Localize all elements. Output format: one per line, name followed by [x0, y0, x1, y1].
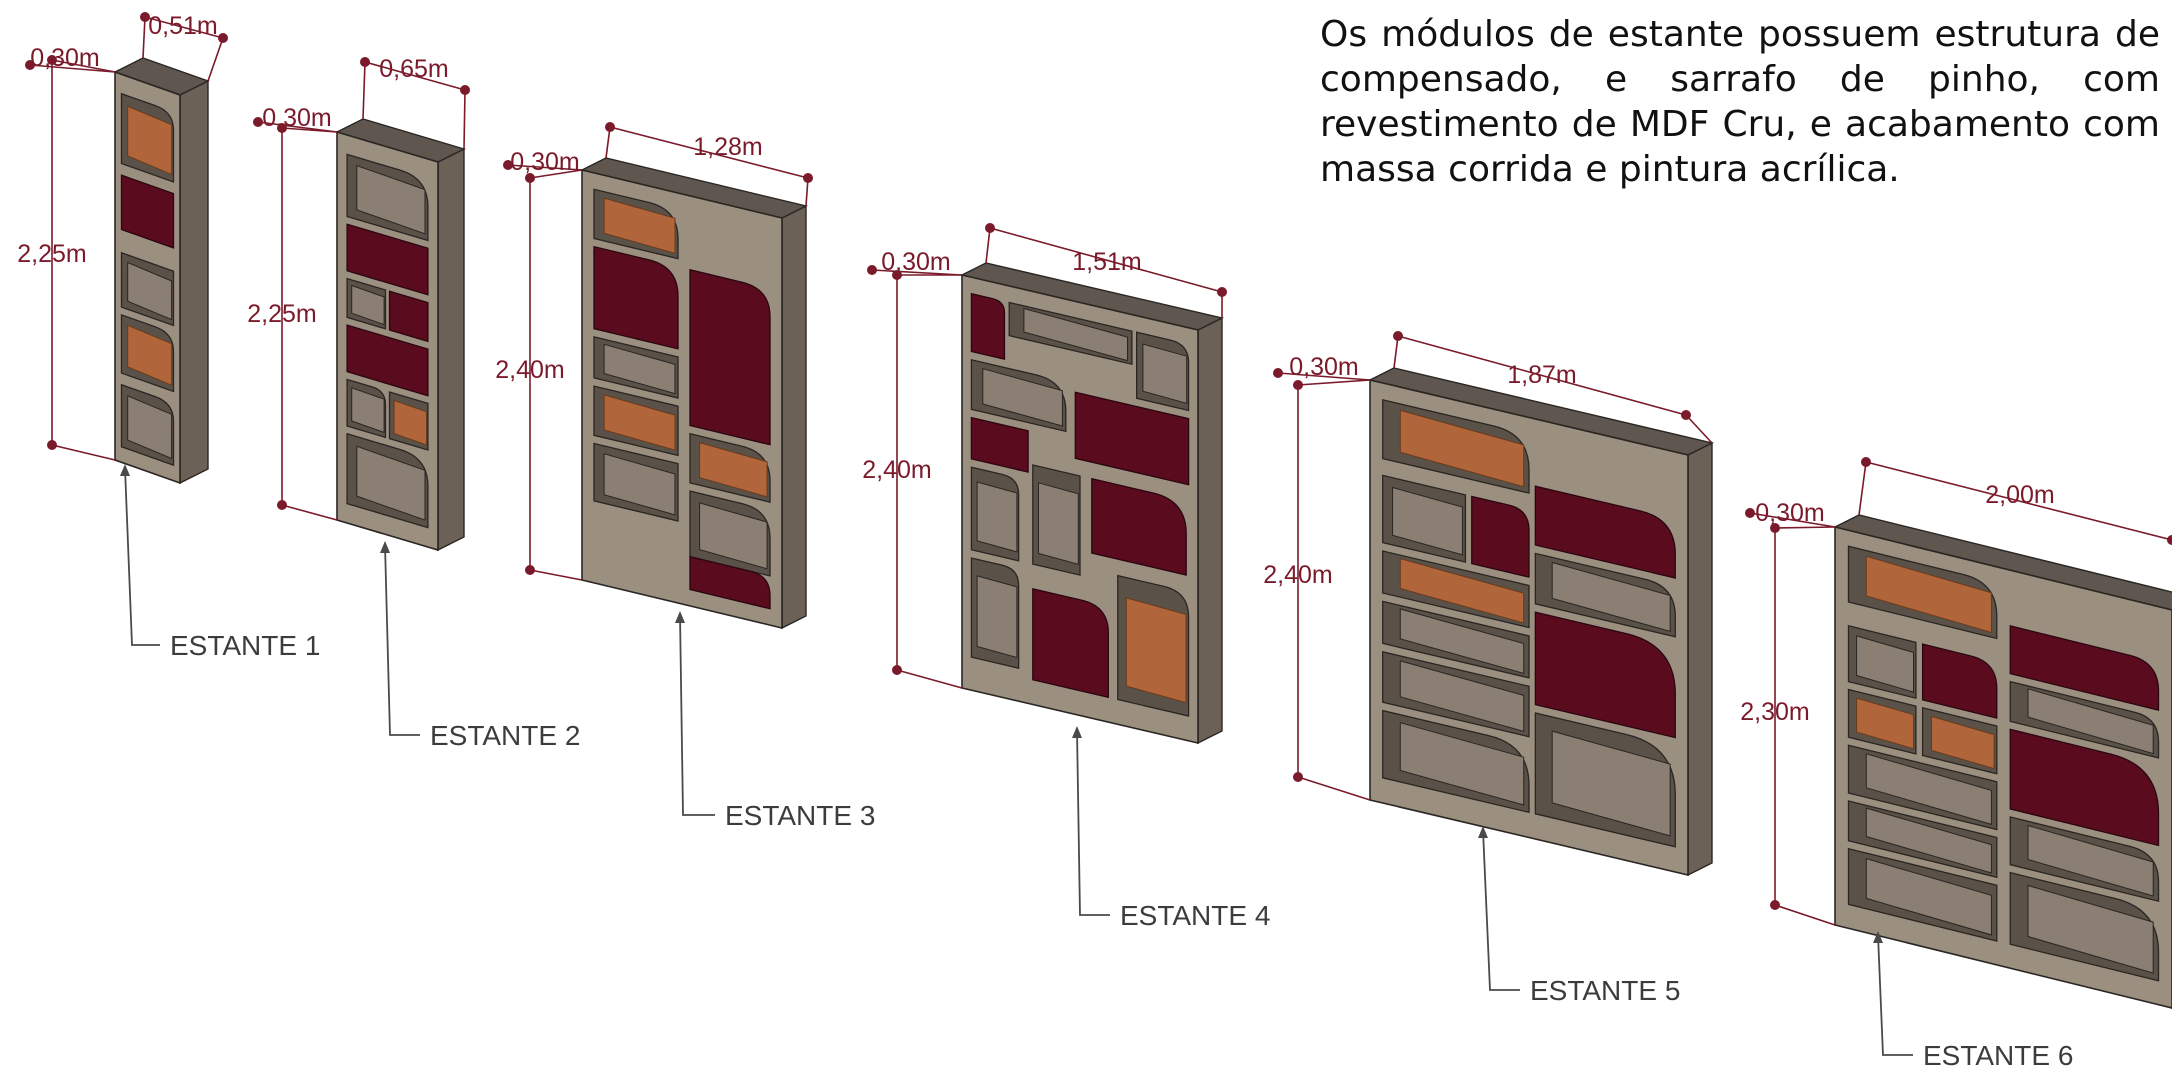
height-dimension: 2,30m	[1740, 698, 1809, 726]
wood-back-panel	[1856, 697, 1914, 750]
module-label: ESTANTE 1	[170, 630, 320, 661]
shelf-niche	[2009, 625, 2160, 711]
depth-dimension: 0,30m	[1289, 353, 1358, 381]
width-dimension: 1,28m	[693, 133, 762, 161]
dimension-endpoint	[218, 33, 228, 43]
dimension-endpoint	[867, 265, 877, 275]
shelf-niche	[970, 292, 1006, 361]
width-dimension: 0,65m	[379, 55, 448, 83]
dimension-endpoint	[140, 12, 150, 22]
shelf-niche	[1471, 495, 1530, 578]
shelf-niche	[1074, 391, 1190, 486]
shelf-niche	[2009, 728, 2160, 847]
depth-dimension: 0,30m	[30, 44, 99, 72]
height-dimension: 2,40m	[495, 356, 564, 384]
dimension-endpoint	[605, 122, 615, 132]
wood-back-panel	[603, 394, 676, 451]
label-leader	[1482, 829, 1520, 991]
label-leader	[679, 614, 715, 816]
height-dimension: 2,25m	[17, 240, 86, 268]
label-leader	[124, 467, 160, 646]
shelf-niche	[120, 174, 175, 249]
shelf-niche	[346, 324, 429, 397]
wood-back-panel	[603, 197, 676, 254]
dimension-endpoint	[503, 160, 513, 170]
module-label: ESTANTE 6	[1923, 1040, 2073, 1071]
depth-dimension: 0,30m	[881, 248, 950, 276]
shelf-niche	[970, 416, 1029, 473]
dimension-endpoint	[892, 665, 902, 675]
wood-back-panel	[1399, 557, 1525, 624]
module-label: ESTANTE 4	[1120, 900, 1270, 931]
dimension-endpoint	[1393, 331, 1403, 341]
width-dimension: 1,51m	[1072, 248, 1141, 276]
dimension-endpoint	[25, 60, 35, 70]
width-dimension: 2,00m	[1985, 481, 2054, 509]
dimension-endpoint	[1861, 457, 1871, 467]
wood-back-panel	[1931, 715, 1995, 770]
dimension-endpoint	[460, 85, 470, 95]
dimension-endpoint	[525, 173, 535, 183]
dimension-endpoint	[360, 57, 370, 67]
dimension-endpoint	[277, 123, 287, 133]
dimension-endpoint	[1681, 410, 1691, 420]
dimension-endpoint	[1293, 772, 1303, 782]
dimension-endpoint	[47, 440, 57, 450]
depth-dimension: 0,30m	[262, 104, 331, 132]
dimension-endpoint	[525, 565, 535, 575]
module-label: ESTANTE 3	[725, 800, 875, 831]
depth-dimension: 0,30m	[1755, 499, 1824, 527]
dimension-endpoint	[892, 270, 902, 280]
wood-back-panel	[127, 324, 173, 386]
dimension-endpoint	[1293, 380, 1303, 390]
shelf-niche	[689, 555, 771, 610]
shelf-niche	[388, 290, 429, 343]
dimension-endpoint	[1770, 523, 1780, 533]
width-dimension: 1,87m	[1507, 361, 1576, 389]
shelf-niche	[1921, 643, 1998, 719]
dimension-endpoint	[803, 173, 813, 183]
wood-back-panel	[127, 105, 173, 176]
height-dimension: 2,25m	[247, 300, 316, 328]
height-dimension: 2,40m	[1263, 561, 1332, 589]
shelf-niche	[1032, 588, 1109, 699]
dimension-endpoint	[1770, 900, 1780, 910]
dimension-endpoint	[277, 500, 287, 510]
shelf-niche	[1534, 611, 1676, 739]
height-dimension: 2,40m	[862, 456, 931, 484]
shelf-niche	[1091, 477, 1187, 576]
module-label: ESTANTE 5	[1530, 975, 1680, 1006]
wood-back-panel	[1125, 597, 1187, 704]
shelf-niche	[593, 245, 679, 350]
dimension-endpoint	[253, 117, 263, 127]
shelf-niche	[346, 223, 429, 296]
shelf-niche	[1534, 485, 1676, 579]
label-leader	[1877, 934, 1913, 1056]
wood-back-panel	[699, 441, 768, 498]
label-leader	[384, 544, 420, 736]
dimension-endpoint	[1217, 287, 1227, 297]
shelf-niche	[689, 268, 771, 446]
wood-back-panel	[1399, 409, 1525, 488]
wood-back-panel	[393, 399, 427, 446]
dimension-endpoint	[47, 55, 57, 65]
dimension-endpoint	[2167, 535, 2172, 545]
depth-dimension: 0,30m	[510, 148, 579, 176]
dimension-endpoint	[1745, 508, 1755, 518]
module-label: ESTANTE 2	[430, 720, 580, 751]
width-dimension: 0,51m	[148, 12, 217, 40]
label-leader	[1076, 729, 1110, 916]
dimension-endpoint	[1273, 368, 1283, 378]
wood-back-panel	[1865, 555, 1992, 634]
description-text: Os módulos de estante possuem estrutura …	[1320, 14, 2160, 190]
dimension-endpoint	[985, 223, 995, 233]
